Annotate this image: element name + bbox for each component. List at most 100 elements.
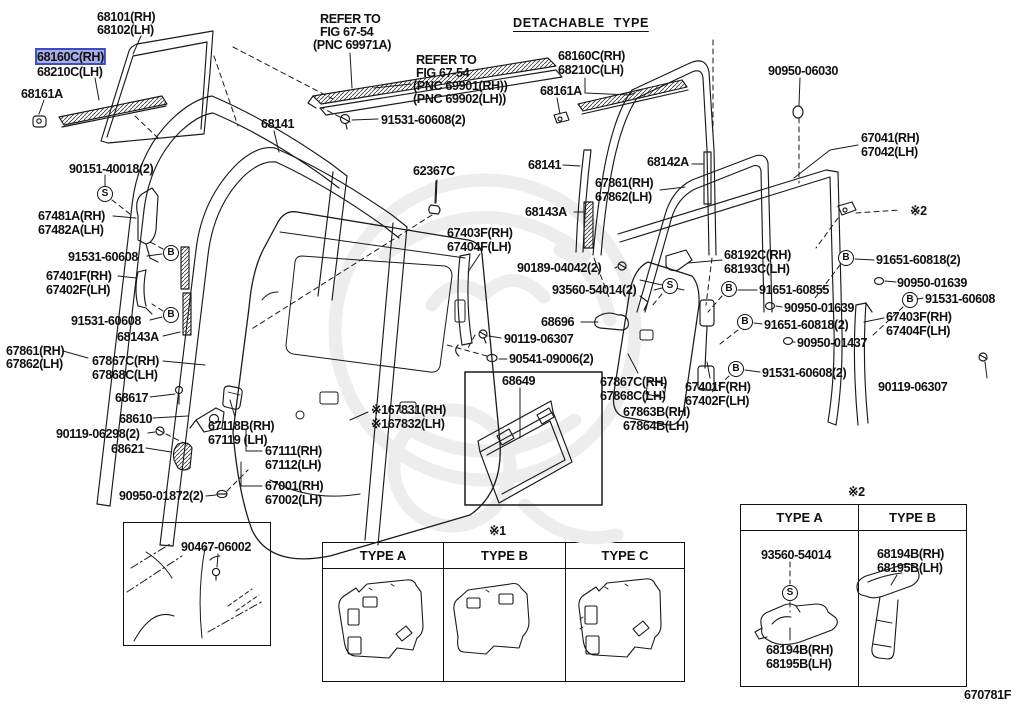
part-label: 67404F(LH) bbox=[886, 323, 951, 338]
part-label: 91651-60818(2) bbox=[876, 252, 961, 267]
part-label: 67482A(LH) bbox=[38, 222, 104, 237]
part-label: 67401F(RH) bbox=[685, 379, 751, 394]
door-glass-sketch bbox=[100, 30, 214, 144]
part-label: 91531-60608 bbox=[71, 313, 142, 328]
table2-header-type-b: TYPE B bbox=[859, 505, 966, 531]
part-label: 68141 bbox=[528, 157, 562, 172]
part-label: 91531-60608 bbox=[925, 291, 996, 306]
part-label: 67864B(LH) bbox=[623, 418, 689, 433]
table-marker: ※2 bbox=[848, 484, 865, 499]
part-label: 62367C bbox=[413, 163, 455, 178]
part-label: 67481A(RH) bbox=[38, 208, 105, 223]
part-label: 91651-60855 bbox=[759, 282, 830, 297]
part-label: 67111(RH) bbox=[265, 443, 322, 458]
part-label: 67112(LH) bbox=[265, 457, 322, 472]
part-label: 67404F(LH) bbox=[447, 239, 512, 254]
circled-letter-b-icon: B bbox=[737, 314, 753, 330]
part-label: 67867C(RH) bbox=[600, 374, 667, 389]
circled-letter-s-icon: S bbox=[662, 278, 678, 294]
circled-letter-s-icon: S bbox=[97, 186, 113, 202]
part-label: 67002(LH) bbox=[265, 492, 322, 507]
part-label: 90950-01639 bbox=[897, 275, 968, 290]
part-label: 67001(RH) bbox=[265, 478, 324, 493]
part-label: 90119-06307 bbox=[504, 331, 574, 346]
part-label: 68102(LH) bbox=[97, 22, 154, 37]
belt-moulding-right-sketch bbox=[553, 79, 689, 124]
part-label: 90950-06030 bbox=[768, 63, 839, 78]
door-retainer-left-sketch bbox=[135, 269, 153, 315]
part-label: ※167831(RH) bbox=[371, 402, 446, 417]
hinge-and-check-sketches bbox=[172, 385, 243, 471]
part-label: 68610 bbox=[119, 411, 153, 426]
part-label: 90541-09006(2) bbox=[509, 351, 594, 366]
part-label: 67403F(RH) bbox=[447, 225, 513, 240]
run-channel-right-sketch bbox=[575, 149, 712, 253]
part-label: 68161A bbox=[540, 83, 582, 98]
weatherstrip-arch-right-sketch bbox=[636, 154, 773, 313]
note-line: REFER TO bbox=[416, 52, 477, 67]
part-label: 91531-60608(2) bbox=[762, 365, 847, 380]
part-label: 68210C(LH) bbox=[558, 62, 624, 77]
detachable-frame-sketch bbox=[592, 60, 717, 256]
table1-col-b: TYPE B bbox=[444, 543, 566, 681]
part-label: 68193C(LH) bbox=[724, 261, 790, 276]
part-label: 91531-60608 bbox=[68, 249, 139, 264]
part-label: 68649 bbox=[502, 373, 536, 388]
part-label: 67863B(RH) bbox=[623, 404, 690, 419]
part-label: 67861(RH) bbox=[595, 175, 654, 190]
note-line: FIG 67-54 bbox=[320, 24, 374, 39]
table1-col-c: TYPE C bbox=[566, 543, 684, 681]
highlighted-part-label: 68160C(RH) bbox=[35, 48, 106, 65]
circled-letter-b-icon: B bbox=[163, 307, 179, 323]
note-line: FIG 67-54 bbox=[416, 65, 470, 80]
circled-letter-b-icon: B bbox=[721, 281, 737, 297]
part-label: 67042(LH) bbox=[861, 144, 918, 159]
rear-door-panel-sketch bbox=[612, 261, 700, 426]
part-label: 67868C(LH) bbox=[92, 367, 158, 382]
part-label: 68210C(LH) bbox=[37, 64, 103, 79]
note-line: (PNC 69902(LH)) bbox=[413, 91, 506, 106]
part-label: 90119-06307 bbox=[878, 379, 948, 394]
part-label: 68160C(RH) bbox=[558, 48, 625, 63]
circled-letter-b-icon: B bbox=[728, 361, 744, 377]
part-label: 68142A bbox=[647, 154, 689, 169]
part-label: 90950-01437 bbox=[797, 335, 868, 350]
part-label: 68143A bbox=[525, 204, 567, 219]
part-label: 90119-06298(2) bbox=[56, 426, 140, 441]
table2-col-a: TYPE A bbox=[741, 505, 859, 686]
part-label: 67867C(RH) bbox=[92, 353, 159, 368]
table2-col-b: TYPE B bbox=[859, 505, 966, 686]
part-label: 68141 bbox=[261, 116, 295, 131]
type-table-1: TYPE A TYPE B TYPE C bbox=[322, 542, 685, 682]
part-label: 67862(LH) bbox=[6, 356, 63, 371]
watermark bbox=[328, 173, 642, 545]
front-door-frame-sketch bbox=[96, 95, 348, 507]
part-label: 90950-01639 bbox=[784, 300, 855, 315]
glass-run-strips-left bbox=[180, 246, 192, 336]
part-label: 67119 (LH) bbox=[208, 432, 268, 447]
table1-header-type-a: TYPE A bbox=[323, 543, 443, 569]
note-line: (PNC 69901(RH)) bbox=[413, 78, 508, 93]
part-label: 91531-60608(2) bbox=[381, 112, 466, 127]
part-label: 68617 bbox=[115, 390, 149, 405]
part-label: 67401F(RH) bbox=[46, 268, 112, 283]
part-label: 67403F(RH) bbox=[886, 309, 952, 324]
section-heading: DETACHABLE TYPE bbox=[513, 15, 649, 32]
part-label: 67861(RH) bbox=[6, 343, 65, 358]
part-label: 67118B(RH) bbox=[208, 418, 275, 433]
part-label: 93560-54014(2) bbox=[552, 282, 637, 297]
circled-letter-b-icon: B bbox=[838, 250, 854, 266]
note-line: REFER TO bbox=[320, 11, 381, 26]
part-label: 68161A bbox=[21, 86, 63, 101]
table1-col-a: TYPE A bbox=[323, 543, 444, 681]
part-label: 68696 bbox=[541, 314, 575, 329]
part-label: 90189-04042(2) bbox=[517, 260, 602, 275]
door-check-right-sketch bbox=[697, 299, 715, 391]
table1-header-type-c: TYPE C bbox=[566, 543, 684, 569]
part-label: 68101(RH) bbox=[97, 9, 156, 24]
part-label: ※167832(LH) bbox=[371, 416, 445, 431]
rear-door-frame-67041-sketch bbox=[617, 169, 873, 426]
type-table-2: TYPE A TYPE B bbox=[740, 504, 967, 687]
part-label: 68192C(RH) bbox=[724, 247, 791, 262]
